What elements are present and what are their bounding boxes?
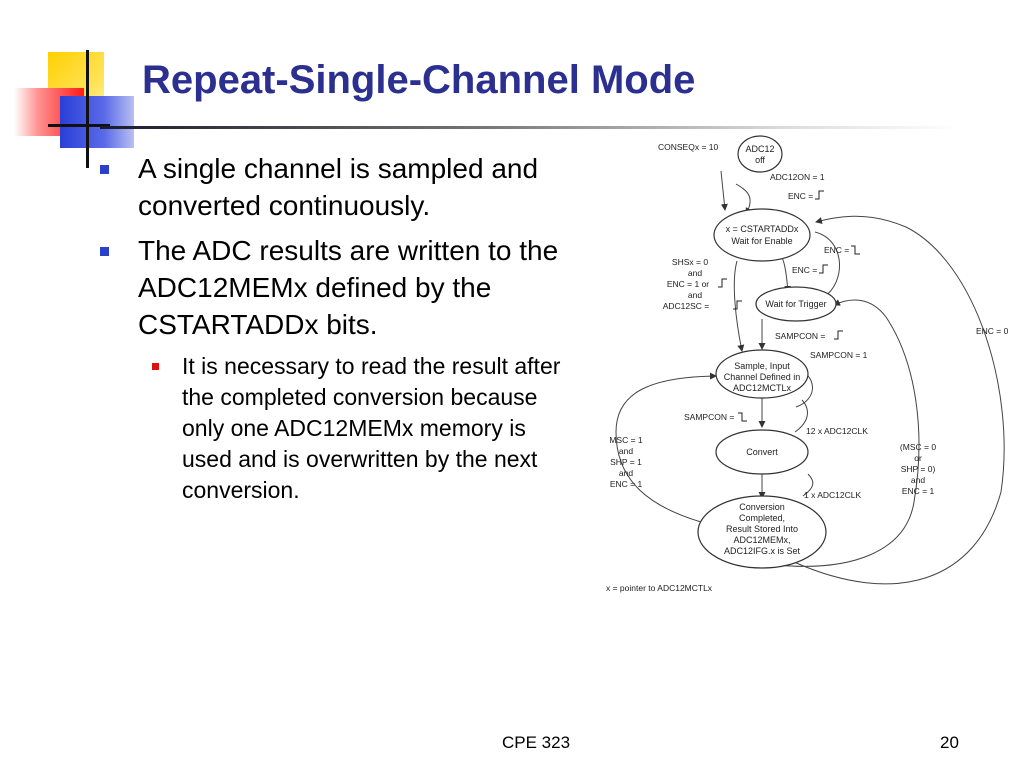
bullet-item: A single channel is sampled and converte… <box>98 150 568 224</box>
bullet-item: The ADC results are written to the ADC12… <box>98 232 568 506</box>
bullet-text: The ADC results are written to the ADC12… <box>138 235 559 340</box>
state-wait-trigger <box>755 286 837 322</box>
msc-right-label: ENC = 1 <box>902 486 935 496</box>
rising-edge-icon <box>819 264 828 274</box>
sub-bullet-item: It is necessary to read the result after… <box>138 351 568 506</box>
logo-horizontal-line <box>48 124 110 127</box>
state-completed <box>697 495 827 569</box>
msc-right-label: or <box>914 453 922 463</box>
state-completed-label: ADC12IFG.x is Set <box>724 546 801 556</box>
msc-left-label: SHP = 1 <box>610 457 642 467</box>
transition-labels: CONSEQx = 10 ADC12ON = 1 ENC = ENC = ENC… <box>606 142 1009 593</box>
edge-symbols <box>718 190 860 422</box>
rising-edge-icon <box>815 190 824 200</box>
sub-bullet-list: It is necessary to read the result after… <box>138 351 568 506</box>
logo-vertical-line <box>86 50 89 168</box>
state-off <box>737 135 783 173</box>
state-sample <box>715 349 809 399</box>
msc-left-label: MSC = 1 <box>609 435 643 445</box>
footer-course: CPE 323 <box>502 733 571 752</box>
state-off-label: ADC12 <box>745 144 774 154</box>
state-off-label: off <box>755 155 765 165</box>
clk1-label: 1 x ADC12CLK <box>804 490 861 500</box>
state-labels: ADC12 off x = CSTARTADDx Wait for Enable… <box>724 144 827 556</box>
title-underline-rule <box>100 126 960 129</box>
square-bullet-icon <box>100 247 109 256</box>
shs-label: SHSx = 0 <box>672 257 708 267</box>
slide-title: Repeat-Single-Channel Mode <box>142 58 696 102</box>
state-wait-trigger-label: Wait for Trigger <box>765 299 826 309</box>
enc-fall-label: ENC = <box>824 245 849 255</box>
state-completed-label: ADC12MEMx, <box>733 535 790 545</box>
state-nodes <box>697 135 837 569</box>
state-diagram: ADC12 off x = CSTARTADDx Wait for Enable… <box>606 135 1009 593</box>
state-wait-enable-label: Wait for Enable <box>731 236 792 246</box>
enc-rise-label: ENC = <box>788 191 813 201</box>
rising-edge-icon <box>834 330 843 340</box>
diagram-footnote: x = pointer to ADC12MCTLx <box>606 583 713 593</box>
falling-edge-icon <box>738 412 747 422</box>
msc-left-label: and <box>619 468 633 478</box>
footer-page-number: 20 <box>940 733 959 752</box>
state-sample-label: Channel Defined in <box>724 372 801 382</box>
enc-zero-label: ENC = 0 <box>976 326 1009 336</box>
bullet-text: A single channel is sampled and converte… <box>138 153 539 221</box>
shs-label: and <box>688 268 702 278</box>
msc-right-label: SHP = 0) <box>901 464 936 474</box>
rising-edge-icon <box>733 300 742 310</box>
square-bullet-icon <box>100 165 109 174</box>
shs-label: and <box>688 290 702 300</box>
adc12on-label: ADC12ON = 1 <box>770 172 825 182</box>
state-wait-enable-label: x = CSTARTADDx <box>726 224 799 234</box>
falling-edge-icon <box>851 245 860 255</box>
sampcon-fall-label: SAMPCON = <box>684 412 734 422</box>
state-completed-label: Result Stored Into <box>726 524 798 534</box>
state-sample-label: Sample, Input <box>734 361 790 371</box>
sampcon-one-label: SAMPCON = 1 <box>810 350 868 360</box>
state-completed-label: Completed, <box>739 513 785 523</box>
sub-bullet-text: It is necessary to read the result after… <box>182 353 561 503</box>
sampcon-rise-label: SAMPCON = <box>775 331 825 341</box>
state-convert <box>715 429 809 475</box>
state-completed-label: Conversion <box>739 502 785 512</box>
msc-right-label: (MSC = 0 <box>900 442 936 452</box>
rising-edge-icon <box>718 278 727 288</box>
msc-left-label: ENC = 1 <box>610 479 643 489</box>
conseq-label: CONSEQx = 10 <box>658 142 719 152</box>
state-convert-label: Convert <box>746 447 778 457</box>
msc-left-label: and <box>619 446 633 456</box>
msc-right-label: and <box>911 475 925 485</box>
bullet-list: A single channel is sampled and converte… <box>98 150 568 514</box>
shs-label: ENC = 1 or <box>667 279 709 289</box>
logo-blue-square <box>60 96 134 148</box>
state-wait-enable <box>713 208 811 262</box>
enc-rise-label: ENC = <box>792 265 817 275</box>
shs-label: ADC12SC = <box>663 301 710 311</box>
small-square-bullet-icon <box>152 363 159 370</box>
clk12-label: 12 x ADC12CLK <box>806 426 868 436</box>
state-sample-label: ADC12MCTLx <box>733 383 792 393</box>
